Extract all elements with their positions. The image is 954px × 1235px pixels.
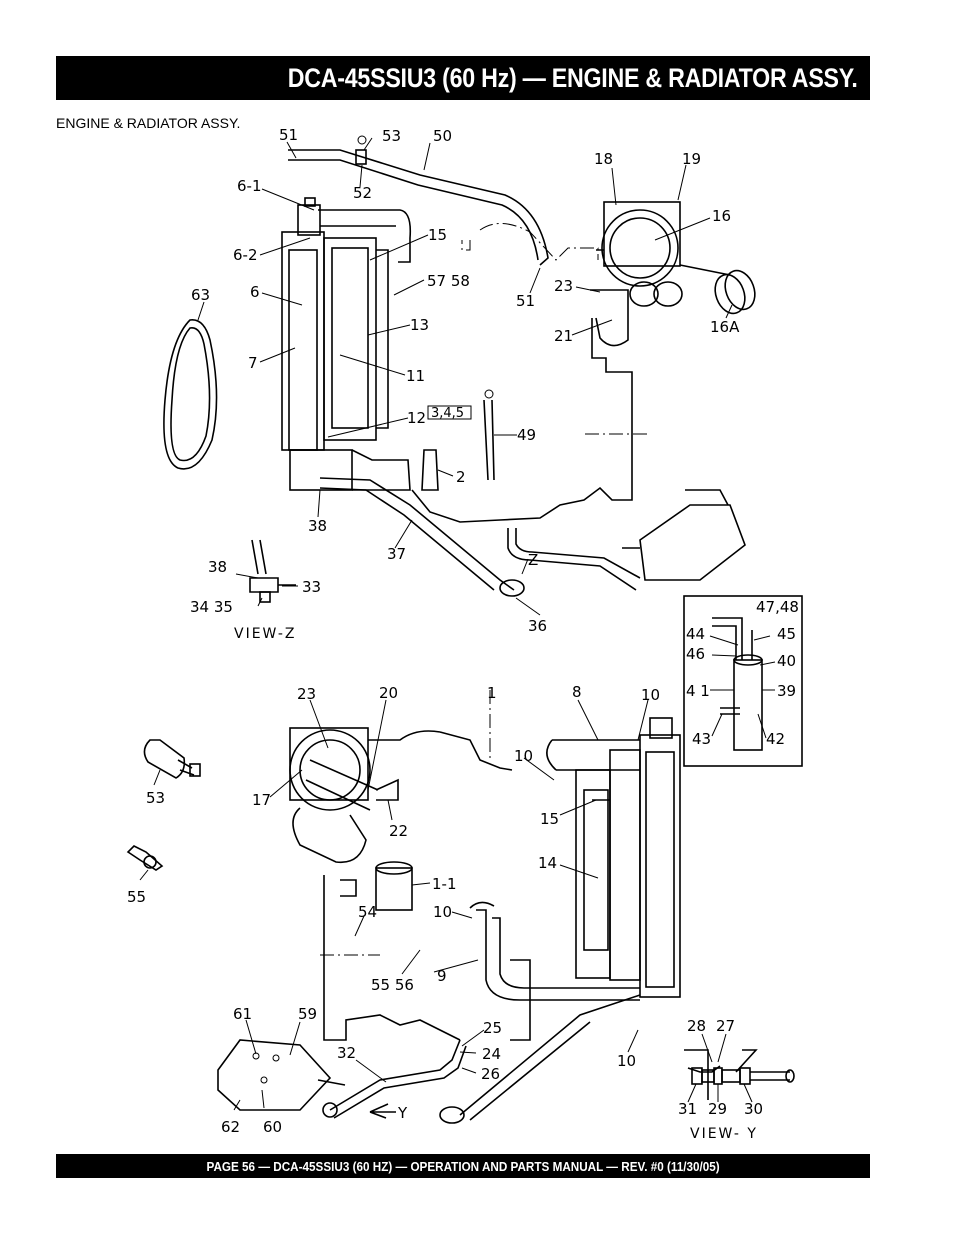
svg-text:10: 10 — [433, 903, 452, 921]
svg-text:60: 60 — [263, 1118, 282, 1136]
svg-text:21: 21 — [554, 327, 573, 345]
svg-text:32: 32 — [337, 1044, 356, 1062]
svg-text:62: 62 — [221, 1118, 240, 1136]
svg-text:29: 29 — [708, 1100, 727, 1118]
svg-text:33: 33 — [302, 578, 321, 596]
svg-text:46: 46 — [686, 645, 705, 663]
svg-text:19: 19 — [682, 150, 701, 168]
svg-text:7: 7 — [248, 354, 258, 372]
svg-text:8: 8 — [572, 683, 582, 701]
svg-text:53: 53 — [382, 127, 401, 145]
view-y-arrow-label: Y — [397, 1104, 408, 1122]
svg-text:15: 15 — [540, 810, 559, 828]
svg-text:3,4,5: 3,4,5 — [431, 406, 464, 421]
svg-text:39: 39 — [777, 682, 796, 700]
svg-text:26: 26 — [481, 1065, 500, 1083]
svg-text:52: 52 — [353, 184, 372, 202]
svg-text:54: 54 — [358, 903, 377, 921]
svg-text:38: 38 — [208, 558, 227, 576]
svg-text:38: 38 — [308, 517, 327, 535]
svg-text:10: 10 — [514, 747, 533, 765]
view-y-label: VIEW- Y — [690, 1126, 758, 1142]
section-subtitle: ENGINE & RADIATOR ASSY. — [56, 115, 241, 131]
sensor-53-icon — [143, 739, 201, 779]
svg-text:55 56: 55 56 — [371, 976, 414, 994]
svg-text:57 58: 57 58 — [427, 272, 470, 290]
svg-text:42: 42 — [766, 730, 785, 748]
sensor-55-icon — [126, 845, 164, 871]
svg-text:Z: Z — [528, 551, 538, 569]
page-title-bar: DCA-45SSIU3 (60 Hz) — ENGINE & RADIATOR … — [56, 56, 870, 100]
svg-text:45: 45 — [777, 625, 796, 643]
page-footer-text: PAGE 56 — DCA-45SSIU3 (60 HZ) — OPERATIO… — [206, 1158, 720, 1174]
svg-text:23: 23 — [297, 685, 316, 703]
svg-text:22: 22 — [389, 822, 408, 840]
svg-text:40: 40 — [777, 652, 796, 670]
svg-text:50: 50 — [433, 127, 452, 145]
svg-text:55: 55 — [127, 888, 146, 906]
svg-text:11: 11 — [406, 367, 425, 385]
svg-text:6-1: 6-1 — [237, 177, 262, 195]
svg-text:2: 2 — [456, 468, 466, 486]
svg-text:20: 20 — [379, 684, 398, 702]
svg-text:1: 1 — [487, 684, 497, 702]
page-title: DCA-45SSIU3 (60 Hz) — ENGINE & RADIATOR … — [288, 62, 858, 93]
svg-text:10: 10 — [641, 686, 660, 704]
view-y-detail: 28 27 31 29 30 VIEW- Y — [678, 1017, 795, 1142]
lower-callouts: 23 20 1 8 10 10 53 17 22 15 14 55 1-1 54… — [127, 683, 660, 1136]
svg-text:25: 25 — [483, 1019, 502, 1037]
view-z-detail: 38 33 34 35 VIEW-Z — [190, 539, 321, 642]
svg-text:15: 15 — [428, 226, 447, 244]
svg-text:43: 43 — [692, 730, 711, 748]
svg-text:18: 18 — [594, 150, 613, 168]
svg-text:16: 16 — [712, 207, 731, 225]
svg-text:4 1: 4 1 — [686, 682, 710, 700]
svg-text:53: 53 — [146, 789, 165, 807]
svg-text:49: 49 — [517, 426, 536, 444]
svg-text:1-1: 1-1 — [432, 875, 457, 893]
svg-text:30: 30 — [744, 1100, 763, 1118]
svg-text:34 35: 34 35 — [190, 598, 233, 616]
svg-text:23: 23 — [554, 277, 573, 295]
svg-text:47,48: 47,48 — [756, 598, 799, 616]
svg-text:17: 17 — [252, 791, 271, 809]
svg-text:63: 63 — [191, 286, 210, 304]
svg-text:44: 44 — [686, 625, 705, 643]
svg-text:31: 31 — [678, 1100, 697, 1118]
svg-text:59: 59 — [298, 1005, 317, 1023]
page-footer-bar: PAGE 56 — DCA-45SSIU3 (60 HZ) — OPERATIO… — [56, 1154, 870, 1178]
svg-text:14: 14 — [538, 854, 557, 872]
svg-text:51: 51 — [279, 126, 298, 144]
svg-text:9: 9 — [437, 967, 447, 985]
svg-text:28: 28 — [687, 1017, 706, 1035]
svg-text:6: 6 — [250, 283, 260, 301]
lower-radiator-assembly — [126, 690, 681, 1124]
svg-text:13: 13 — [410, 316, 429, 334]
upper-radiator-assembly — [163, 135, 756, 597]
svg-text:24: 24 — [482, 1045, 501, 1063]
svg-text:36: 36 — [528, 617, 547, 635]
svg-text:51: 51 — [516, 292, 535, 310]
svg-text:16A: 16A — [710, 318, 740, 336]
upper-leader-lines — [197, 137, 733, 616]
svg-text:6-2: 6-2 — [233, 246, 258, 264]
svg-text:10: 10 — [617, 1052, 636, 1070]
svg-text:12: 12 — [407, 409, 426, 427]
svg-text:37: 37 — [387, 545, 406, 563]
lower-leader-lines — [139, 699, 649, 1111]
svg-text:27: 27 — [716, 1017, 735, 1035]
upper-callouts: 51 53 50 52 6-1 18 19 16 15 6-2 57 58 23… — [191, 126, 740, 635]
svg-text:61: 61 — [233, 1005, 252, 1023]
view-z-label: VIEW-Z — [234, 626, 296, 642]
inset-detail: 47,48 44 45 46 40 4 1 39 43 42 — [683, 595, 803, 767]
